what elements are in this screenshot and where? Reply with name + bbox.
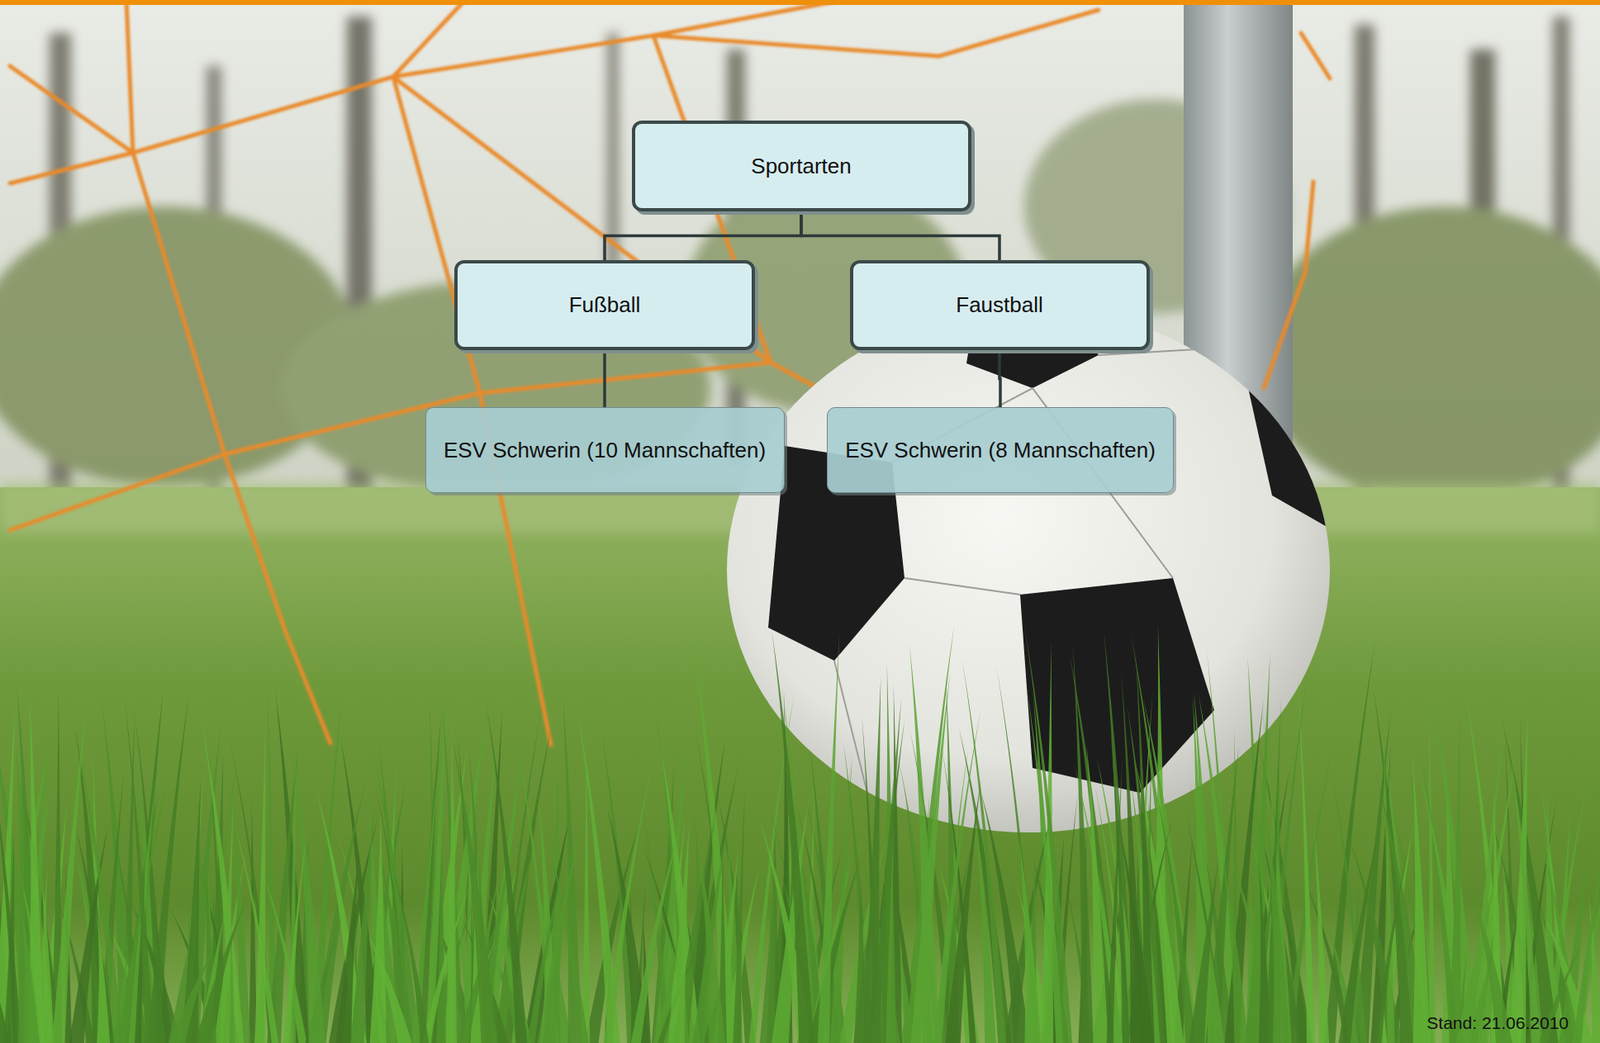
grass-blade [96, 915, 111, 1043]
grass-blade [18, 712, 26, 1043]
grass-blade [218, 794, 234, 1043]
node-label: ESV Schwerin (10 Mannschaften) [443, 436, 766, 465]
grass-blade [1221, 850, 1249, 1043]
grass-blade [146, 689, 190, 1043]
grass-blade [582, 726, 591, 1043]
grass-blade [1264, 799, 1291, 1043]
grass-blade [441, 694, 464, 1043]
grass-blade [123, 693, 154, 1043]
grass-blade [369, 811, 387, 1043]
grass-blade [254, 727, 266, 1043]
node-label: Fußball [569, 291, 641, 319]
grass-blade [691, 821, 729, 1043]
grass-blade [1187, 857, 1219, 1043]
grass-blade [1106, 754, 1123, 1043]
grass-blade [1086, 745, 1109, 1043]
grass-blade [21, 906, 41, 1043]
grass-blade [390, 861, 431, 1043]
grass-blade [436, 830, 447, 1043]
date-note: Stand: 21.06.2010 [1426, 1013, 1569, 1034]
grass-blade [1373, 849, 1409, 1043]
grass-blade [666, 816, 690, 1043]
grass-blade [526, 840, 571, 1043]
grass-blade [961, 658, 1007, 1043]
category-box: Sportarten [631, 120, 972, 212]
grass-blade [870, 697, 902, 1043]
node-label: Sportarten [750, 152, 851, 181]
node-label: ESV Schwerin (8 Mannschaften) [845, 436, 1156, 465]
grass-blade [759, 853, 777, 1043]
grass-blade [1120, 672, 1144, 1043]
grass-blade [1154, 786, 1197, 1043]
grass-blade [230, 810, 280, 1043]
tree-connector [999, 350, 1001, 408]
grass-blade [290, 739, 326, 1043]
grass-blade [1411, 751, 1431, 1043]
grass-blade [1507, 729, 1541, 1043]
grass-blade [905, 624, 955, 1043]
grass-blade [446, 776, 457, 1043]
grass-blade [1025, 629, 1073, 1043]
grass-blade [1448, 715, 1462, 1043]
grass-blade [602, 756, 655, 1043]
grass-blade [536, 811, 586, 1043]
grass-blade [1571, 838, 1600, 1043]
grass-blade [199, 712, 245, 1043]
grass-blade [485, 702, 528, 1043]
tree-connector [604, 211, 802, 261]
grass-blade [51, 691, 88, 1043]
grass-blade [1428, 684, 1436, 1043]
grass-blade [1337, 818, 1382, 1043]
grass-blade [816, 632, 840, 1043]
grass-blade [806, 858, 861, 1043]
sport-box: Fußball [454, 260, 755, 351]
grass-blade [349, 799, 375, 1043]
club-box: ESV Schwerin (10 Mannschaften) [425, 407, 785, 494]
grass-blade [0, 737, 23, 1043]
sport-box: Faustball [849, 260, 1150, 351]
grass-blade [451, 733, 499, 1043]
node-label: Faustball [955, 291, 1044, 319]
grass-blade [424, 683, 447, 1043]
grass-blade [932, 709, 981, 1043]
grass-blade [732, 783, 746, 1043]
grass-blade [909, 644, 941, 1043]
grass-blade [1313, 821, 1330, 1043]
grass-blade [1372, 688, 1414, 1043]
grass-blade [1018, 837, 1042, 1043]
grass-blade [192, 902, 246, 1043]
grass-blade [282, 827, 309, 1043]
grass-blade [692, 637, 738, 1043]
club-box: ESV Schwerin (8 Mannschaften) [826, 407, 1174, 494]
tree-connector [801, 211, 1000, 261]
tree-connector [602, 350, 607, 408]
grass-blade [771, 629, 815, 1043]
